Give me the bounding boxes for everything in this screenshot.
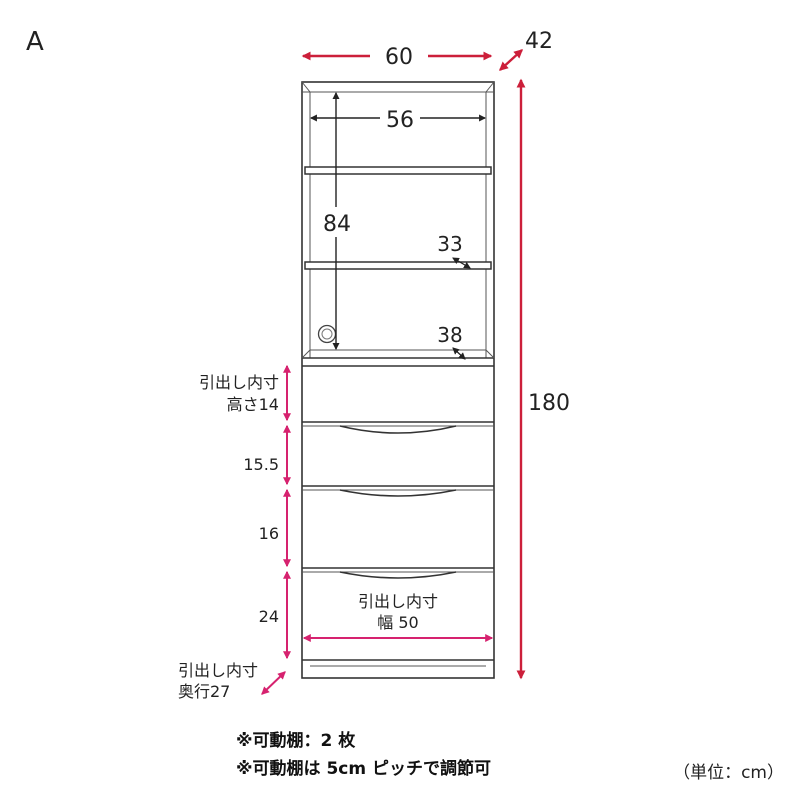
note-shelf-pitch: ※可動棚は 5cm ピッチで調節可 [236,758,491,779]
drawer-pull-icon [339,571,457,579]
drawer-3-height-label: 16 [259,524,279,543]
drawer-pull-icon [339,425,457,434]
figure-label: A [26,27,44,57]
drawer-2-height-label: 15.5 [243,455,279,474]
bottom-left-corner [301,349,311,359]
depth-label: 42 [525,29,553,54]
top-right-corner [485,81,495,93]
drawer-inner-label-1: 引出し内寸 [199,373,279,392]
top-left-corner [301,81,311,93]
shelf-dimensions: 56 84 33 38 [309,91,487,360]
drawer-pull-icon [339,489,457,497]
cable-hole-inner-icon [321,328,333,340]
height-label: 180 [528,391,570,416]
drawer-4-height-label: 24 [259,607,279,626]
movable-shelf-2 [304,261,492,270]
depth-arrow [499,49,523,71]
movable-shelf-1 [304,166,492,175]
drawer-inner-label-2: 引出し内寸 [358,592,438,611]
inner-height-label-bg [320,207,354,237]
drawer-dimensions: 引出し内寸 高さ14 15.5 16 24 引出し内寸 幅 50 引出し内寸 奥… [178,364,494,701]
drawer-inner-label-3: 引出し内寸 [178,661,258,680]
inner-width-label: 56 [386,108,414,133]
shelf-depth-lower-label: 38 [437,323,462,347]
bottom-right-corner [485,349,495,359]
cabinet-outline [301,81,495,679]
unit-label: （単位：cm） [673,763,784,783]
drawer-depth-arrow [261,671,286,695]
cable-hole-icon [317,324,337,344]
cabinet [301,81,495,679]
shelf-depth-upper-label: 33 [437,232,462,256]
drawer-width-label: 幅 50 [377,613,418,632]
width-label: 60 [385,45,413,70]
drawer-1-height-label: 高さ14 [227,395,279,414]
drawer-depth-label: 奥行27 [178,682,230,701]
inner-height-label: 84 [323,212,351,237]
note-movable-shelves: ※可動棚：2 枚 [236,730,356,751]
overall-dimensions: 60 42 180 [301,29,570,680]
shelf-depth-upper-arrow [452,257,471,269]
shelf-depth-lower-arrow [452,347,466,360]
